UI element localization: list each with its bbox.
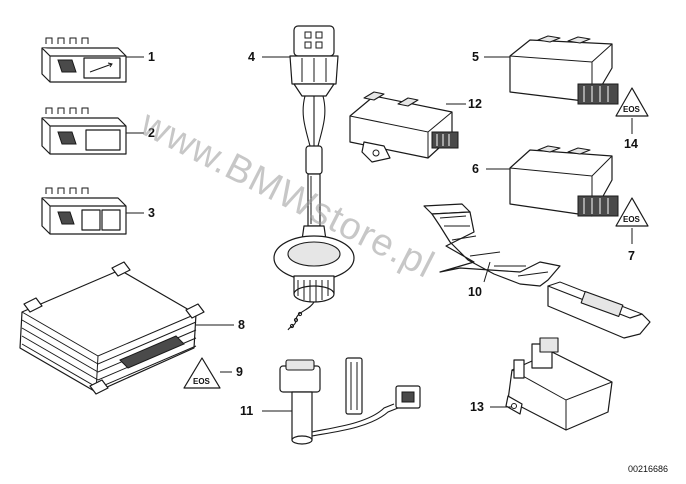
warning-label-part-9[interactable]: EOS [183,357,221,389]
diagram-reference-number: 00216686 [628,464,668,474]
electronic-control-unit-part-8[interactable] [19,261,205,395]
control-module-part-5[interactable] [509,35,619,105]
ribbon-cable-part-10[interactable] [423,203,651,339]
control-module-part-6[interactable] [509,145,619,217]
warning-label-part-14[interactable]: EOS [615,87,649,117]
callout-2: 2 [148,126,155,140]
switch-part-3[interactable] [41,187,127,235]
callout-5: 5 [472,50,479,64]
warning-symbol-text-2: EOS [623,215,641,224]
callout-10: 10 [468,285,482,299]
connector-harness-part-4[interactable] [273,25,355,331]
callout-14: 14 [624,137,638,151]
warning-symbol-text: EOS [623,105,641,114]
control-module-part-12[interactable] [349,91,459,163]
callout-12: 12 [468,97,482,111]
callout-13: 13 [470,400,484,414]
callout-8: 8 [238,318,245,332]
warning-symbol-text-3: EOS [193,377,211,386]
callout-1: 1 [148,50,155,64]
callout-4: 4 [248,50,255,64]
callout-9: 9 [236,365,243,379]
callout-3: 3 [148,206,155,220]
switch-part-1[interactable] [41,37,127,83]
callout-11: 11 [240,404,253,418]
warning-label-part-7[interactable]: EOS [615,197,649,227]
callout-6: 6 [472,162,479,176]
callout-7: 7 [628,249,635,263]
socket-plug-part-11[interactable] [279,357,421,445]
switch-part-2[interactable] [41,107,127,155]
relay-part-13[interactable] [505,337,613,431]
